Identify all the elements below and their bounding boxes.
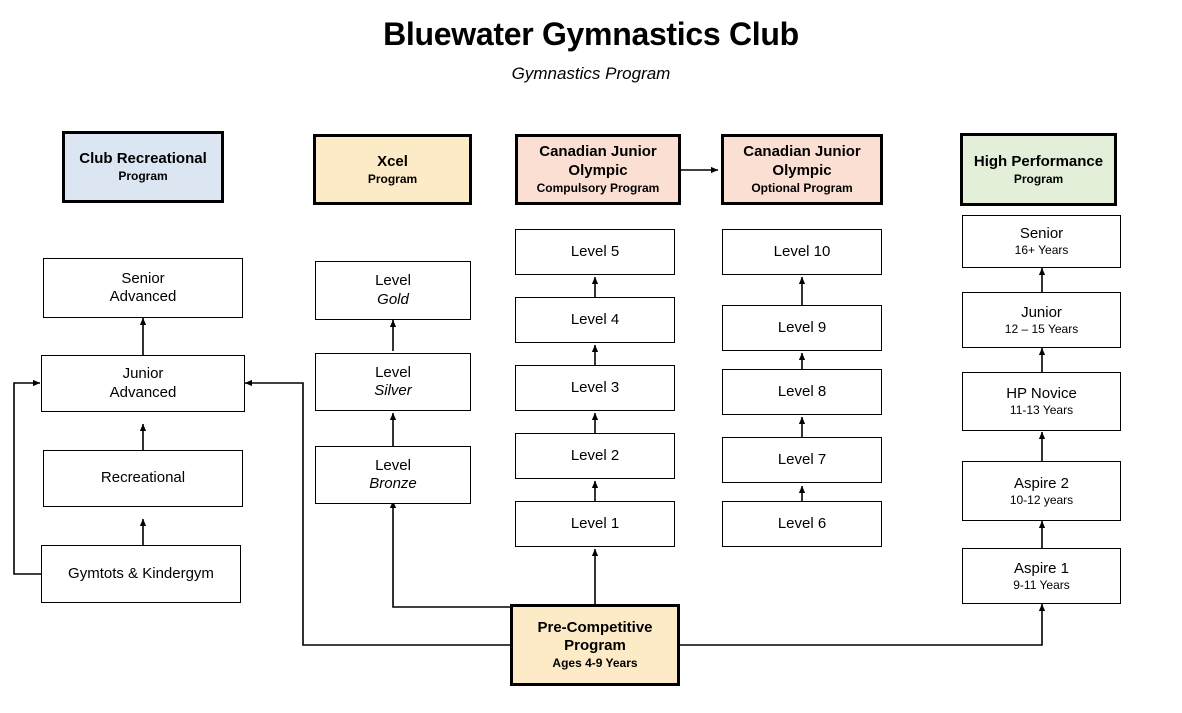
header-xcel[interactable]: Xcel Program (313, 134, 472, 205)
node-xcel-gold[interactable]: Level Gold (315, 261, 471, 320)
node-xcel-silver-line2: Silver (374, 382, 412, 399)
header-club-recreational[interactable]: Club Recreational Program (62, 131, 224, 203)
header-high-performance-title: High Performance (973, 152, 1104, 170)
node-hp-junior-line1: Junior (1021, 303, 1062, 321)
header-cjo-optional-subtitle: Optional Program (751, 180, 853, 195)
node-recreational[interactable]: Recreational (43, 450, 243, 507)
arrow-precompetitive-to-aspire1 (677, 603, 1046, 646)
node-xcel-gold-line2: Gold (377, 290, 409, 308)
node-level-3[interactable]: Level 3 (515, 365, 675, 411)
node-level-2-label: Level 2 (570, 446, 620, 464)
header-cjo-compulsory-title: Canadian Junior Olympic (539, 143, 657, 179)
node-level-9[interactable]: Level 9 (722, 305, 882, 351)
node-pre-competitive-program[interactable]: Pre-Competitive Program Ages 4-9 Years (510, 604, 680, 686)
node-level-2[interactable]: Level 2 (515, 433, 675, 479)
page-title: Bluewater Gymnastics Club (383, 16, 799, 52)
node-xcel-silver[interactable]: Level Silver (315, 353, 471, 411)
node-level-7-label: Level 7 (777, 450, 827, 468)
node-hp-aspire-2-line2: 10-12 years (1009, 492, 1074, 507)
node-pre-competitive-title: Pre-Competitive Program (537, 618, 653, 655)
header-high-performance-subtitle: Program (1013, 171, 1064, 186)
node-level-6-label: Level 6 (777, 514, 827, 532)
node-hp-aspire-1[interactable]: Aspire 1 9-11 Years (962, 548, 1121, 604)
node-xcel-bronze[interactable]: Level Bronze (315, 446, 471, 504)
arrow-precompetitive-to-bronze (389, 500, 513, 608)
node-level-7[interactable]: Level 7 (722, 437, 882, 483)
node-level-4[interactable]: Level 4 (515, 297, 675, 343)
header-cjo-optional-title: Canadian Junior Olympic (743, 143, 861, 179)
header-cjo-compulsory[interactable]: Canadian Junior Olympic Compulsory Progr… (515, 134, 681, 205)
node-hp-aspire-2[interactable]: Aspire 2 10-12 years (962, 461, 1121, 521)
header-xcel-title: Xcel (377, 152, 408, 170)
header-club-recreational-subtitle: Program (118, 169, 168, 184)
node-junior-advanced-line1: Junior (122, 365, 164, 383)
node-hp-novice-line1: HP Novice (1006, 385, 1077, 403)
node-level-5-label: Level 5 (570, 242, 620, 260)
node-level-1-label: Level 1 (570, 514, 620, 532)
node-pre-competitive-ages: Ages 4-9 Years (552, 656, 638, 671)
node-gymtots-kindergym-line1: Gymtots & Kindergym (68, 564, 214, 582)
node-senior-advanced-line2: Advanced (109, 288, 177, 305)
node-junior-advanced[interactable]: Junior Advanced (41, 355, 245, 412)
node-xcel-bronze-line1: Level (375, 456, 411, 474)
node-hp-senior-line1: Senior (1019, 225, 1064, 243)
header-xcel-subtitle: Program (367, 171, 418, 186)
node-level-4-label: Level 4 (570, 310, 620, 328)
node-level-10[interactable]: Level 10 (722, 229, 882, 275)
node-level-1[interactable]: Level 1 (515, 501, 675, 547)
node-xcel-silver-line1: Level (375, 363, 411, 381)
node-gymtots-kindergym[interactable]: Gymtots & Kindergym (41, 545, 241, 603)
node-junior-advanced-line2: Advanced (109, 383, 177, 401)
header-cjo-optional[interactable]: Canadian Junior Olympic Optional Program (721, 134, 883, 205)
node-hp-junior-line2: 12 – 15 Years (1004, 321, 1079, 336)
node-hp-aspire-2-line1: Aspire 2 (1013, 474, 1070, 492)
page-subtitle: Gymnastics Program (511, 64, 671, 83)
node-level-3-label: Level 3 (570, 378, 620, 396)
node-recreational-line1: Recreational (100, 469, 186, 487)
node-hp-senior[interactable]: Senior 16+ Years (962, 215, 1121, 268)
node-senior-advanced[interactable]: Senior Advanced (43, 258, 243, 318)
node-xcel-bronze-line2: Bronze (369, 475, 417, 492)
node-level-8-label: Level 8 (777, 382, 827, 400)
node-hp-aspire-1-line1: Aspire 1 (1013, 559, 1070, 577)
arrow-gymtots-to-junior-advanced (13, 379, 41, 575)
node-hp-novice[interactable]: HP Novice 11-13 Years (962, 372, 1121, 431)
node-hp-senior-line2: 16+ Years (1014, 243, 1069, 258)
node-hp-aspire-1-line2: 9-11 Years (1013, 577, 1070, 592)
node-level-9-label: Level 9 (777, 318, 827, 336)
node-xcel-gold-line1: Level (375, 272, 411, 290)
node-hp-junior[interactable]: Junior 12 – 15 Years (962, 292, 1121, 348)
node-hp-novice-line2: 11-13 Years (1009, 403, 1074, 418)
arrow-precompetitive-to-junior-advanced (244, 379, 513, 646)
node-level-5[interactable]: Level 5 (515, 229, 675, 275)
node-senior-advanced-line1: Senior (121, 269, 165, 287)
header-high-performance[interactable]: High Performance Program (960, 133, 1117, 206)
node-level-6[interactable]: Level 6 (722, 501, 882, 547)
node-level-10-label: Level 10 (773, 242, 831, 260)
header-club-recreational-title: Club Recreational (79, 150, 207, 168)
header-cjo-compulsory-subtitle: Compulsory Program (536, 180, 660, 195)
node-level-8[interactable]: Level 8 (722, 369, 882, 415)
